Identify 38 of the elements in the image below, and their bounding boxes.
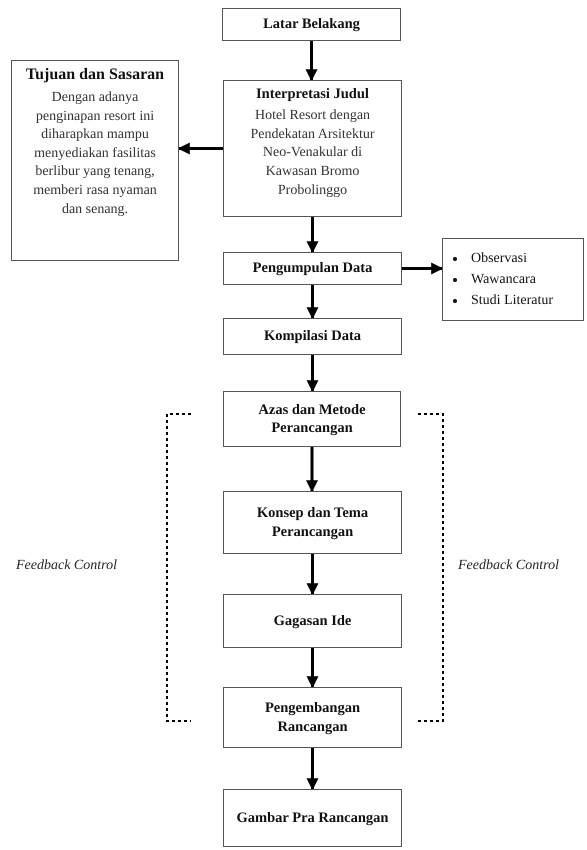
arrow bbox=[178, 142, 223, 154]
box-title: Tujuan dan Sasaran bbox=[26, 65, 164, 85]
arrow bbox=[306, 748, 318, 790]
list-item: Studi Literatur bbox=[471, 292, 554, 310]
process-box bbox=[11, 60, 179, 261]
process-box bbox=[223, 491, 402, 554]
arrow bbox=[402, 262, 444, 274]
arrow bbox=[306, 41, 318, 82]
box-title: Azas dan Metode Perancangan bbox=[257, 400, 367, 438]
box-title: Pengumpulan Data bbox=[252, 259, 372, 278]
process-box bbox=[223, 594, 402, 648]
side-note: Feedback Control bbox=[458, 558, 559, 574]
process-box bbox=[223, 789, 402, 847]
process-box bbox=[223, 252, 402, 285]
process-box bbox=[223, 391, 401, 447]
box-title: Kompilasi Data bbox=[264, 327, 362, 346]
box-title: Pengembangan Rancangan bbox=[264, 699, 362, 736]
side-note: Feedback Control bbox=[16, 558, 117, 574]
list-item: Wawancara bbox=[471, 271, 536, 289]
box-title: Interpretasi Judul bbox=[256, 85, 369, 104]
arrow bbox=[306, 217, 318, 254]
box-title: Latar Belakang bbox=[263, 15, 360, 34]
process-box bbox=[223, 318, 402, 355]
box-description: Dengan adanya penginapan resort ini diharapkan mampu menyediakan fasilitas berlibur yang tenang, memberi rasa nyaman dan senang. bbox=[32, 89, 158, 219]
process-box bbox=[223, 80, 402, 217]
arrow bbox=[306, 554, 318, 596]
box-title: Gagasan Ide bbox=[274, 612, 352, 630]
list-item: Observasi bbox=[471, 250, 527, 268]
process-box bbox=[222, 8, 401, 41]
list-box bbox=[442, 238, 584, 321]
box-description: Hotel Resort dengan Pendekatan Arsitektur Neo-Venakular di Kawasan Bromo Probolinggo bbox=[249, 107, 376, 200]
arrow bbox=[306, 648, 318, 688]
box-title: Gambar Pra Rancangan bbox=[236, 808, 388, 828]
box-title: Konsep dan Tema Perancangan bbox=[256, 504, 370, 541]
arrow bbox=[306, 447, 318, 492]
process-box bbox=[223, 687, 402, 748]
arrow bbox=[306, 285, 318, 320]
arrow bbox=[306, 355, 318, 392]
